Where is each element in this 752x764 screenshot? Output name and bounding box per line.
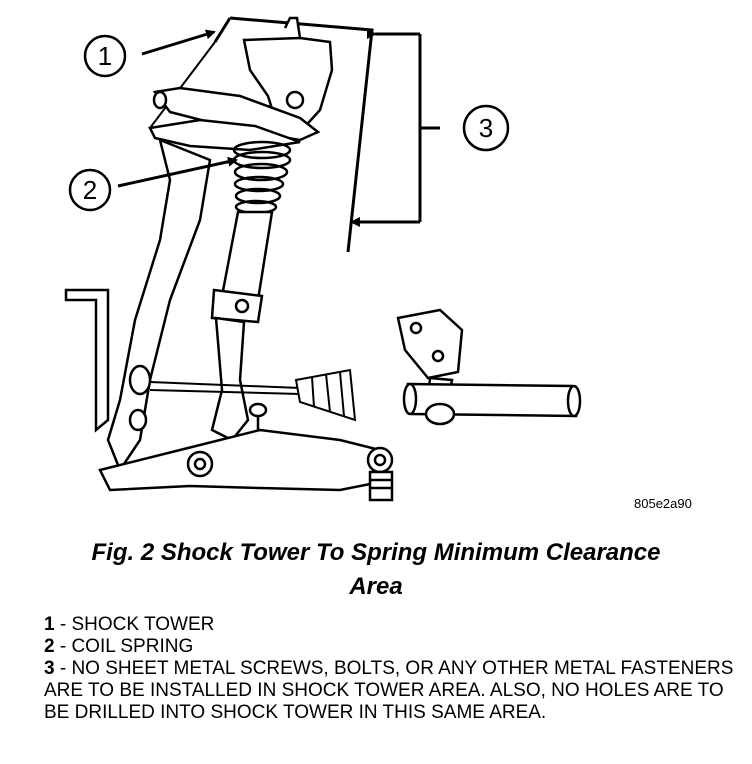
strut-body [210, 210, 274, 442]
legend-item-number: 2 [44, 636, 55, 657]
legend-item-number: 3 [44, 658, 55, 679]
legend-item-text: - NO SHEET METAL SCREWS, BOLTS, OR ANY O… [44, 658, 734, 723]
caption-line-2: Area [349, 573, 403, 600]
sway-bar-link [396, 308, 582, 426]
legend-item: 1 - SHOCK TOWER [44, 614, 744, 636]
callout-1: 1 [83, 34, 127, 78]
callout-2-label: 2 [83, 175, 97, 205]
callout-3: 3 [462, 104, 510, 152]
legend-item-number: 1 [44, 614, 55, 635]
legend-item: 2 - COIL SPRING [44, 636, 744, 658]
cv-boot [294, 368, 357, 422]
figure-code: 805e2a90 [634, 496, 692, 511]
legend-item-text: - COIL SPRING [54, 636, 194, 657]
figure-caption: Fig. 2 Shock Tower To Spring Minimum Cle… [0, 536, 752, 604]
suspension-diagram: 1 2 3 [64, 16, 582, 502]
drive-shaft [149, 381, 301, 395]
leader-lines [117, 29, 238, 188]
legend-item: 3 - NO SHEET METAL SCREWS, BOLTS, OR ANY… [44, 658, 744, 724]
legend-list: 1 - SHOCK TOWER 2 - COIL SPRING 3 - NO S… [44, 614, 744, 724]
clearance-bracket [350, 29, 440, 227]
legend-item-text: - SHOCK TOWER [54, 614, 215, 635]
steering-knuckle [64, 137, 212, 473]
callout-2: 2 [68, 168, 112, 212]
coil-spring [232, 140, 292, 215]
lower-control-arm [98, 402, 394, 502]
caption-line-1: Fig. 2 Shock Tower To Spring Minimum Cle… [91, 539, 661, 566]
callout-3-label: 3 [479, 113, 493, 143]
upper-mount [148, 16, 334, 152]
callout-1-label: 1 [98, 41, 112, 71]
